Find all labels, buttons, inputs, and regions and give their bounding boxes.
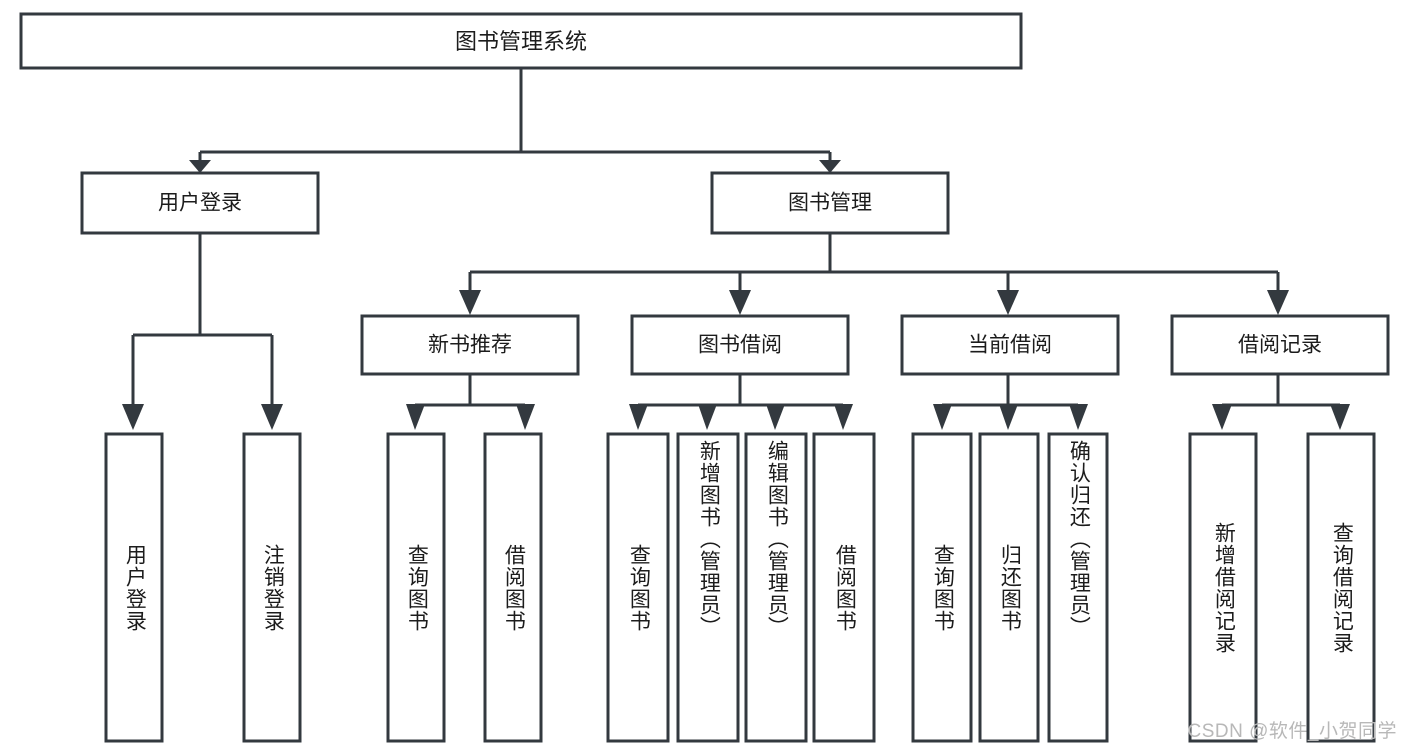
arrow-to-leaf-borrow-book-2 xyxy=(834,404,853,430)
arrow-to-leaf-return-book xyxy=(999,404,1018,430)
arrow-to-leaf-query-book-1 xyxy=(406,404,425,430)
node-new-book-recommend-box[interactable] xyxy=(360,314,580,376)
node-new-book-recommend-label: 新书推荐 xyxy=(428,334,512,357)
arrow-to-current-borrow xyxy=(997,290,1019,315)
connector-book-borrow-trunk xyxy=(636,374,845,408)
arrow-to-book-management xyxy=(819,160,841,173)
node-current-borrow-box[interactable] xyxy=(900,314,1120,376)
node-book-borrow-label: 图书借阅 xyxy=(698,334,782,357)
node-user-login[interactable]: 用户登录 xyxy=(80,171,320,235)
node-borrow-record[interactable]: 借阅记录 xyxy=(1170,314,1390,376)
arrow-to-borrow-record xyxy=(1267,290,1289,315)
node-borrow-record-label: 借阅记录 xyxy=(1238,334,1322,357)
node-current-borrow[interactable]: 当前借阅 xyxy=(900,314,1120,376)
node-root-box[interactable] xyxy=(19,12,1023,70)
arrow-to-leaf-confirm-return xyxy=(1069,404,1088,430)
arrow-to-leaf-borrow-book-1 xyxy=(516,404,535,430)
connector-book-management-trunk xyxy=(468,233,1280,296)
node-borrow-record-box[interactable] xyxy=(1170,314,1390,376)
leaf-box-query-book-2[interactable] xyxy=(606,432,670,743)
leaf-box-borrow-book-1[interactable] xyxy=(483,432,543,743)
node-book-borrow[interactable]: 图书借阅 xyxy=(630,314,850,376)
node-new-book-recommend[interactable]: 新书推荐 xyxy=(360,314,580,376)
leaf-box-query-book-3[interactable] xyxy=(911,432,973,743)
leaf-boxes xyxy=(104,432,1376,743)
leaf-box-add-record[interactable] xyxy=(1188,432,1258,743)
node-current-borrow-label: 当前借阅 xyxy=(968,334,1052,357)
node-book-borrow-box[interactable] xyxy=(630,314,850,376)
node-root[interactable]: 图书管理系统 xyxy=(19,12,1023,70)
arrow-to-leaf-edit-book xyxy=(766,404,785,430)
leaf-box-return-book[interactable] xyxy=(978,432,1040,743)
arrow-to-leaf-add-record xyxy=(1212,404,1232,430)
leaf-box-query-record[interactable] xyxy=(1306,432,1376,743)
node-user-login-label: 用户登录 xyxy=(158,192,242,215)
connectors xyxy=(131,68,1342,408)
leaf-box-add-book[interactable] xyxy=(676,432,740,743)
arrow-to-leaf-user-login xyxy=(122,404,144,430)
node-book-management[interactable]: 图书管理 xyxy=(710,171,950,235)
arrow-to-leaf-query-book-3 xyxy=(933,404,952,430)
arrow-to-book-borrow xyxy=(729,290,751,315)
node-book-management-label: 图书管理 xyxy=(788,192,872,215)
arrow-to-new-book-recommend xyxy=(459,290,481,315)
arrow-to-user-login xyxy=(189,160,211,173)
node-book-management-box[interactable] xyxy=(710,171,950,235)
csdn-watermark: CSDN @软件_小贺同学 xyxy=(1187,721,1397,742)
arrow-to-leaf-query-record xyxy=(1330,404,1350,430)
connector-root-trunk xyxy=(198,68,832,166)
leaf-box-edit-book[interactable] xyxy=(744,432,808,743)
arrow-to-leaf-add-book xyxy=(698,404,717,430)
connector-user-login-trunk xyxy=(131,233,274,408)
leaf-box-confirm-return[interactable] xyxy=(1047,432,1109,743)
leaf-box-borrow-book-2[interactable] xyxy=(812,432,876,743)
arrow-to-leaf-user-logout xyxy=(261,404,283,430)
leaf-box-query-book-1[interactable] xyxy=(386,432,446,743)
node-user-login-box[interactable] xyxy=(80,171,320,235)
connector-current-borrow-trunk xyxy=(940,374,1080,408)
connector-new-book-recommend-trunk xyxy=(413,374,527,408)
connector-borrow-record-trunk xyxy=(1220,374,1342,408)
arrow-heads xyxy=(122,160,1350,430)
leaf-box-user-login[interactable] xyxy=(104,432,164,743)
leaf-box-user-logout[interactable] xyxy=(242,432,302,743)
arrow-to-leaf-query-book-2 xyxy=(629,404,648,430)
node-root-label: 图书管理系统 xyxy=(455,29,587,54)
